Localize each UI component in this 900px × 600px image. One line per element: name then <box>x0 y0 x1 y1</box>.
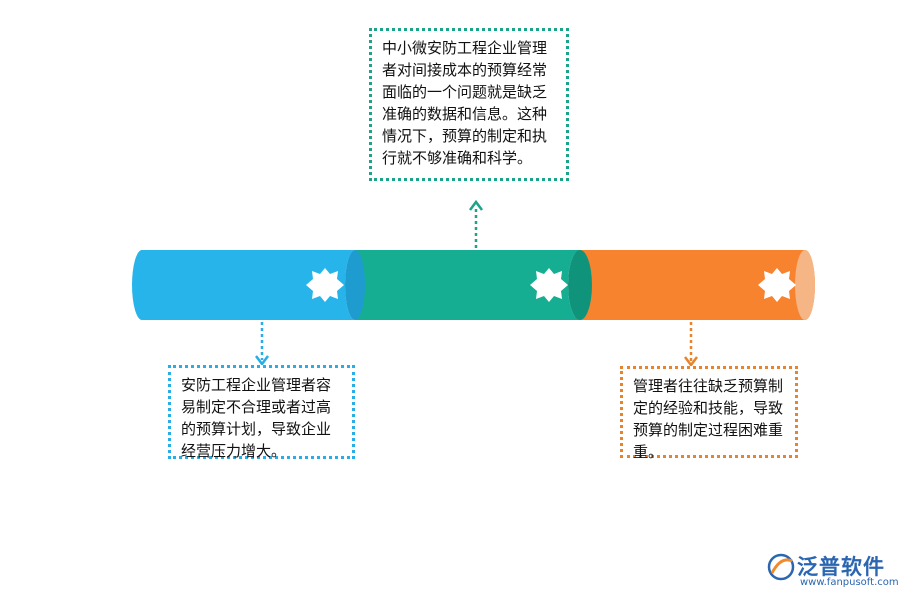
connector-left <box>255 322 269 367</box>
note-box-right: 管理者往往缺乏预算制定的经验和技能，导致预算的制定过程困难重重。 <box>620 366 798 461</box>
logo-mark-icon <box>767 553 795 581</box>
segment-orange <box>575 250 815 320</box>
note-box-top: 中小微安防工程企业管理者对间接成本的预算经常面临的一个问题就是缺乏准确的数据和信… <box>369 28 569 181</box>
connector-top <box>469 199 483 248</box>
brand-url: www.fanpusoft.com <box>800 577 899 588</box>
note-text-left: 安防工程企业管理者容易制定不合理或者过高的预算计划，导致企业经营压力增大。 <box>181 376 332 460</box>
note-text-top: 中小微安防工程企业管理者对间接成本的预算经常面临的一个问题就是缺乏准确的数据和信… <box>382 39 548 167</box>
segment-blue <box>132 250 365 320</box>
gear-icon-blue <box>306 268 344 302</box>
gear-icon-orange <box>758 268 796 302</box>
pipe-end-cap <box>795 250 815 320</box>
note-text-right: 管理者往往缺乏预算制定的经验和技能，导致预算的制定过程困难重重。 <box>633 377 784 461</box>
gear-icon-green <box>530 268 568 302</box>
brand-name: 泛普软件 <box>797 555 885 579</box>
segment-green <box>355 250 592 320</box>
note-box-left: 安防工程企业管理者容易制定不合理或者过高的预算计划，导致企业经营压力增大。 <box>168 365 355 460</box>
connector-right <box>684 322 698 368</box>
